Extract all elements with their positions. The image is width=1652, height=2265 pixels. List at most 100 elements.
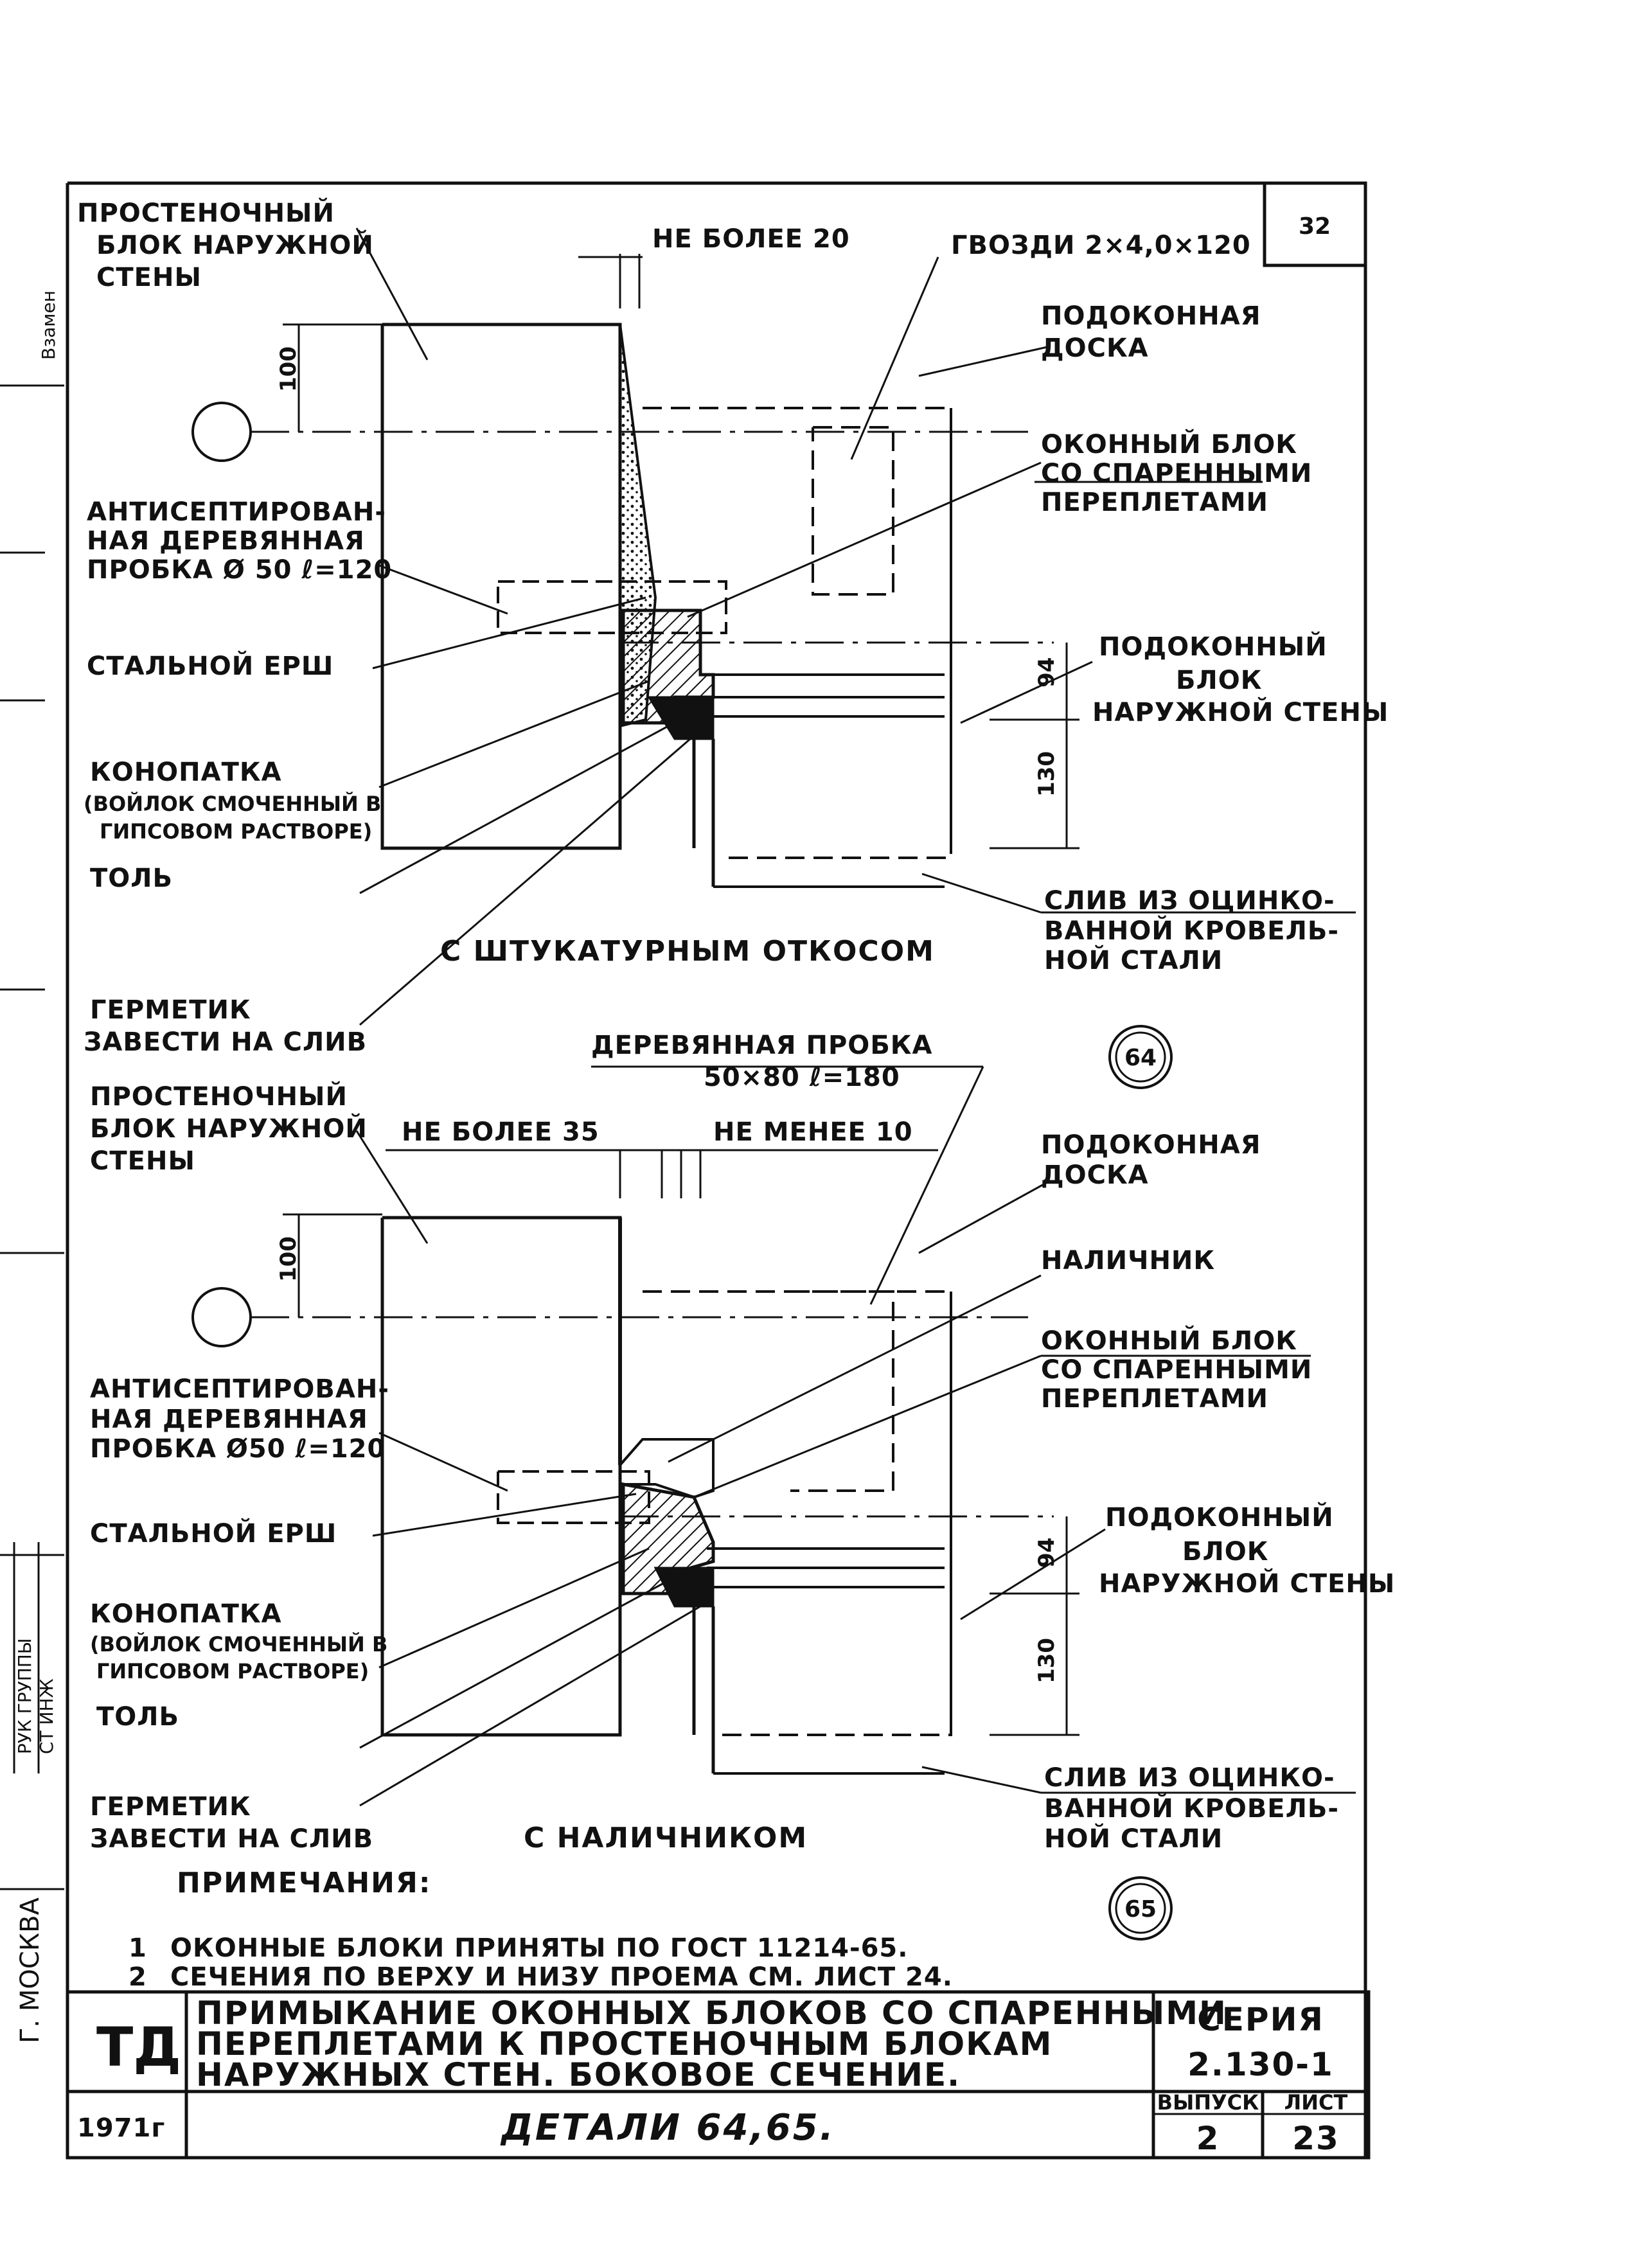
title-line-2: ПЕРЕПЛЕТАМИ К ПРОСТЕНОЧНЫМ БЛОКАМ	[196, 2025, 1052, 2063]
label-sill-board-64-l1: ПОДОКОННАЯ	[1041, 301, 1261, 331]
label-sill-block-64-l1: ПОДОКОННЫЙ	[1099, 631, 1328, 662]
title-block	[66, 1990, 1371, 2160]
label-window-block-65-l1: ОКОННЫЙ БЛОК	[1041, 1325, 1297, 1356]
side-stamp	[0, 384, 64, 1890]
label-window-block-65-l3: ПЕРЕПЛЕТАМИ	[1041, 1384, 1268, 1414]
label-caulk-65-l2: (ВОЙЛОК СМОЧЕННЫЙ В	[90, 1632, 387, 1657]
marker-64-text: 64	[1124, 1045, 1157, 1071]
stamp-vzamen: Взамен	[38, 290, 59, 360]
label-sill-board-65-l1: ПОДОКОННАЯ	[1041, 1130, 1261, 1160]
detail-65-drawing	[191, 1149, 1079, 1775]
label-caulk-65-l3: ГИПСОВОМ РАСТВОРЕ)	[96, 1659, 369, 1683]
label-drip-65-l1: СЛИВ ИЗ ОЦИНКО-	[1044, 1763, 1335, 1793]
label-wood-plug-l2: 50×80 ℓ=180	[704, 1063, 900, 1092]
label-sill-block-65-l1: ПОДОКОННЫЙ	[1105, 1502, 1334, 1532]
issue-value: 2	[1196, 2120, 1220, 2157]
label-plug-64-l2: НАЯ ДЕРЕВЯННАЯ	[87, 526, 365, 556]
dim-100-65: 100	[276, 1236, 301, 1282]
label-wood-plug-l1: ДЕРЕВЯННАЯ ПРОБКА	[591, 1031, 932, 1060]
label-drip-65-l2: ВАННОЙ КРОВЕЛЬ-	[1044, 1793, 1339, 1824]
label-sealant-64-l2: ЗАВЕСТИ НА СЛИВ	[84, 1027, 367, 1057]
label-ruff-64: СТАЛЬНОЙ ЕРШ	[87, 650, 333, 681]
label-sill-board-64-l2: ДОСКА	[1041, 333, 1149, 363]
marker-65: 65	[1108, 1876, 1173, 1941]
dim-130-65: 130	[1034, 1638, 1060, 1683]
label-plug-64-l1: АНТИСЕПТИРОВАН-	[87, 497, 386, 527]
note-1-text: ОКОННЫЕ БЛОКИ ПРИНЯТЫ ПО ГОСТ 11214-65.	[170, 1933, 908, 1963]
note-2-text: СЕЧЕНИЯ ПО ВЕРХУ И НИЗУ ПРОЕМА СМ. ЛИСТ …	[170, 1962, 953, 1992]
label-wall-block-65-l3: СТЕНЫ	[90, 1146, 195, 1176]
label-wall-block-64-l1: ПРОСТЕНОЧНЫЙ	[77, 197, 335, 228]
label-sealant-65-l1: ГЕРМЕТИК	[90, 1792, 251, 1822]
label-sill-block-65-l3: НАРУЖНОЙ СТЕНЫ	[1099, 1568, 1395, 1599]
label-caulk-64-l1: КОНОПАТКА	[90, 758, 282, 787]
dim-94-64: 94	[1034, 657, 1060, 688]
label-sealant-65-l2: ЗАВЕСТИ НА СЛИВ	[90, 1824, 373, 1854]
label-plug-65-l1: АНТИСЕПТИРОВАН-	[90, 1374, 389, 1404]
series-value: 2.130-1	[1187, 2046, 1334, 2083]
note-2-num: 2	[129, 1962, 147, 1992]
dim-130-64: 130	[1034, 751, 1060, 797]
stamp-st-inzh: СТ ИНЖ	[36, 1678, 57, 1754]
label-drip-64-l1: СЛИВ ИЗ ОЦИНКО-	[1044, 886, 1335, 916]
label-sill-board-65-l2: ДОСКА	[1041, 1160, 1149, 1190]
label-wall-block-65-l2: БЛОК НАРУЖНОЙ	[90, 1113, 368, 1144]
label-sill-block-65-l2: БЛОК	[1182, 1537, 1268, 1567]
notes-heading: ПРИМЕЧАНИЯ:	[177, 1867, 431, 1899]
notes: ПРИМЕЧАНИЯ: 1 ОКОННЫЕ БЛОКИ ПРИНЯТЫ ПО Г…	[129, 1867, 953, 1992]
label-ruff-65: СТАЛЬНОЙ ЕРШ	[90, 1518, 337, 1549]
label-window-block-64-l3: ПЕРЕПЛЕТАМИ	[1041, 488, 1268, 517]
label-drip-64-l2: ВАННОЙ КРОВЕЛЬ-	[1044, 915, 1339, 946]
marker-65-text: 65	[1124, 1896, 1157, 1923]
label-drip-64-l3: НОЙ СТАЛИ	[1044, 945, 1223, 975]
label-sill-block-64-l2: БЛОК	[1176, 666, 1262, 695]
issue-label: ВЫПУСК	[1157, 2090, 1259, 2115]
label-casing: НАЛИЧНИК	[1041, 1246, 1215, 1275]
label-max-gap-65: НЕ БОЛЕЕ 35	[402, 1117, 600, 1147]
label-nails: ГВОЗДИ 2×4,0×120	[951, 231, 1251, 260]
label-wall-block-64-l3: СТЕНЫ	[96, 263, 202, 292]
label-drip-65-l3: НОЙ СТАЛИ	[1044, 1823, 1223, 1854]
label-min-gap-65: НЕ МЕНЕЕ 10	[713, 1117, 913, 1147]
caption-65: С НАЛИЧНИКОМ	[524, 1822, 808, 1854]
detail-65-labels: ДЕРЕВЯННАЯ ПРОБКА 50×80 ℓ=180 ПРОСТЕНОЧН…	[90, 1031, 1395, 1854]
label-felt-65: ТОЛЬ	[96, 1702, 179, 1732]
note-1-num: 1	[129, 1933, 147, 1963]
sheet-label: ЛИСТ	[1284, 2090, 1348, 2115]
label-wall-block-64-l2: БЛОК НАРУЖНОЙ	[96, 229, 374, 260]
marker-64: 64	[1108, 1025, 1173, 1089]
sheet-value: 23	[1292, 2120, 1340, 2157]
series-label: СЕРИЯ	[1197, 2001, 1324, 2038]
title-subtitle: ДЕТАЛИ 64,65.	[500, 2107, 835, 2149]
dim-94-65: 94	[1034, 1538, 1060, 1568]
detail-64-leaders	[355, 227, 1356, 1026]
label-plug-65-l2: НАЯ ДЕРЕВЯННАЯ	[90, 1405, 368, 1434]
label-sill-block-64-l3: НАРУЖНОЙ СТЕНЫ	[1092, 697, 1389, 727]
stamp-ruk-gruppy: РУК ГРУППЫ	[14, 1638, 35, 1754]
label-plug-64-l3: ПРОБКА Ø 50 ℓ=120	[87, 555, 392, 585]
detail-64-labels: ПРОСТЕНОЧНЫЙ БЛОК НАРУЖНОЙ СТЕНЫ НЕ БОЛЕ…	[77, 197, 1389, 1057]
label-sealant-64-l1: ГЕРМЕТИК	[90, 995, 251, 1025]
label-window-block-64-l2: СО СПАРЕННЫМИ	[1041, 459, 1312, 488]
label-plug-65-l3: ПРОБКА Ø50 ℓ=120	[90, 1434, 386, 1464]
label-window-block-64-l1: ОКОННЫЙ БЛОК	[1041, 429, 1297, 459]
title-line-3: НАРУЖНЫХ СТЕН. БОКОВОЕ СЕЧЕНИЕ.	[196, 2056, 961, 2093]
label-caulk-65-l1: КОНОПАТКА	[90, 1599, 282, 1629]
detail-65-leaders	[355, 1065, 1356, 1807]
sheet-number: 32	[1299, 213, 1331, 240]
label-felt-64: ТОЛЬ	[90, 864, 173, 893]
dim-100-64: 100	[276, 346, 301, 392]
label-max-gap-64: НЕ БОЛЕЕ 20	[652, 224, 850, 254]
title-year: 1971г	[77, 2113, 165, 2143]
sheet-frame	[66, 181, 1367, 2158]
title-org: ТД	[96, 2016, 181, 2079]
title-line-1: ПРИМЫКАНИЕ ОКОННЫХ БЛОКОВ СО СПАРЕННЫМИ	[196, 1994, 1227, 2032]
stamp-city: Г. МОСКВА	[15, 1897, 45, 2043]
caption-64: С ШТУКАТУРНЫМ ОТКОСОМ	[440, 935, 935, 968]
detail-64-drawing	[191, 254, 1079, 888]
label-wall-block-65-l1: ПРОСТЕНОЧНЫЙ	[90, 1081, 348, 1112]
label-window-block-65-l2: СО СПАРЕННЫМИ	[1041, 1355, 1312, 1385]
label-caulk-64-l3: ГИПСОВОМ РАСТВОРЕ)	[100, 819, 372, 844]
label-caulk-64-l2: (ВОЙЛОК СМОЧЕННЫЙ В	[84, 792, 381, 816]
